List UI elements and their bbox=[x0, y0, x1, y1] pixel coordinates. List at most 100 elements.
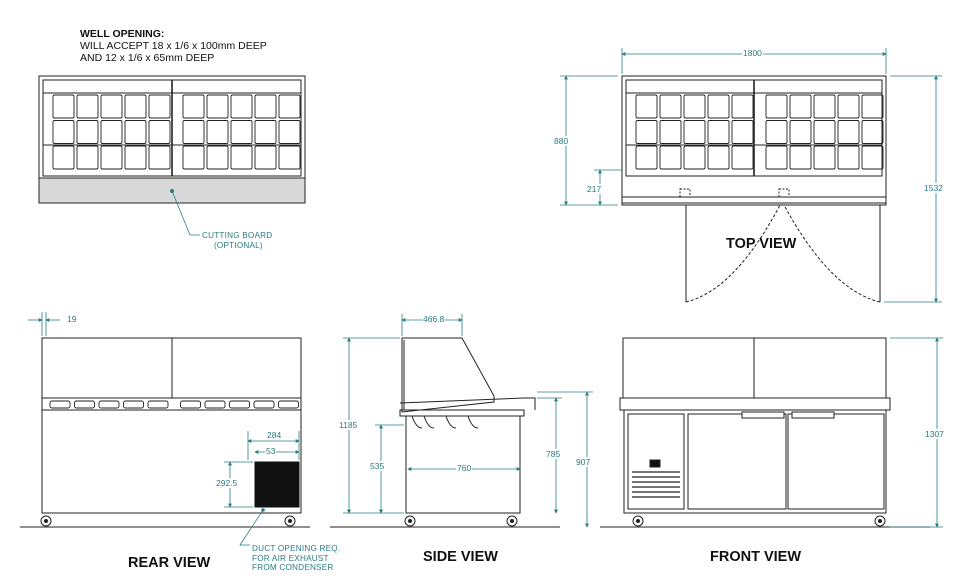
food-well bbox=[254, 94, 277, 119]
food-well bbox=[52, 120, 75, 144]
food-well bbox=[731, 94, 754, 119]
rear-view-title: REAR VIEW bbox=[128, 555, 211, 571]
well-opening-note: WELL OPENING: WILL ACCEPT 18 x 1/6 x 100… bbox=[80, 28, 267, 64]
food-well bbox=[837, 94, 860, 119]
food-well bbox=[635, 120, 658, 144]
food-well bbox=[707, 120, 730, 144]
food-well bbox=[765, 94, 788, 119]
food-well bbox=[861, 145, 884, 170]
food-well bbox=[254, 145, 277, 170]
food-well-grid bbox=[635, 94, 884, 170]
pan-lip bbox=[147, 400, 169, 409]
duct-callout: DUCT OPENING REQ. FOR AIR EXHAUST FROM C… bbox=[252, 544, 340, 573]
pan-lip bbox=[49, 400, 71, 409]
dim-side-depth: 760 bbox=[456, 463, 473, 473]
food-well bbox=[278, 94, 301, 119]
rear-view-drawing bbox=[20, 337, 310, 528]
food-well bbox=[789, 120, 812, 144]
pan-lip bbox=[180, 400, 201, 409]
pan-lip bbox=[278, 400, 299, 409]
food-well bbox=[230, 120, 253, 144]
cutting-board-label-1: CUTTING BOARD bbox=[202, 231, 273, 240]
food-well bbox=[182, 145, 205, 170]
food-well bbox=[861, 94, 884, 119]
dim-rear-duct-offset: 53 bbox=[265, 446, 277, 456]
pan-lip bbox=[253, 400, 275, 409]
dim-side-bench: 785 bbox=[545, 449, 562, 459]
food-well bbox=[100, 145, 123, 170]
dim-side-canopy: 466.8 bbox=[422, 314, 446, 324]
food-well bbox=[100, 94, 123, 119]
food-well bbox=[683, 120, 706, 144]
food-well bbox=[182, 120, 205, 144]
food-well bbox=[124, 145, 147, 170]
food-well bbox=[100, 120, 123, 144]
side-view-dimensions bbox=[343, 314, 593, 528]
food-well bbox=[182, 94, 205, 119]
dim-top-width: 1800 bbox=[742, 48, 763, 58]
food-well bbox=[861, 120, 884, 144]
food-well bbox=[731, 120, 754, 144]
food-well bbox=[148, 120, 171, 144]
food-well bbox=[789, 145, 812, 170]
food-well bbox=[837, 145, 860, 170]
food-well-grid bbox=[52, 94, 301, 170]
food-well bbox=[707, 145, 730, 170]
food-well bbox=[635, 94, 658, 119]
cutting-board-callout: CUTTING BOARD (OPTIONAL) bbox=[202, 231, 272, 250]
food-well bbox=[52, 145, 75, 170]
dim-side-body: 535 bbox=[369, 461, 386, 471]
food-well bbox=[230, 145, 253, 170]
food-well bbox=[254, 120, 277, 144]
food-well bbox=[765, 120, 788, 144]
food-well bbox=[765, 145, 788, 170]
rear-view-dimensions bbox=[28, 312, 300, 546]
rear-vent bbox=[254, 461, 300, 508]
food-well bbox=[659, 145, 682, 170]
food-well bbox=[837, 120, 860, 144]
food-well bbox=[278, 145, 301, 170]
food-well bbox=[635, 145, 658, 170]
food-well bbox=[789, 94, 812, 119]
top-view-dimensions bbox=[560, 48, 942, 303]
food-well bbox=[52, 94, 75, 119]
dim-rear-glass-offset: 19 bbox=[66, 314, 78, 324]
front-view-drawing bbox=[600, 337, 930, 528]
duct-label-3: FROM CONDENSER bbox=[252, 563, 334, 572]
food-well bbox=[230, 94, 253, 119]
pan-lip bbox=[229, 400, 250, 409]
food-well bbox=[76, 145, 99, 170]
food-well bbox=[683, 145, 706, 170]
well-opening-line2: AND 12 x 1/6 x 65mm DEEP bbox=[80, 52, 215, 64]
side-view-drawing bbox=[330, 337, 560, 528]
food-well bbox=[148, 145, 171, 170]
plan-view-with-cutting-board bbox=[38, 75, 306, 236]
dim-front-height: 1307 bbox=[924, 429, 945, 439]
front-view-title: FRONT VIEW bbox=[710, 549, 802, 565]
food-well bbox=[813, 145, 836, 170]
food-well bbox=[76, 120, 99, 144]
dim-side-height: 1185 bbox=[338, 420, 359, 430]
dim-top-doors-open: 1532 bbox=[923, 183, 944, 193]
food-well bbox=[659, 94, 682, 119]
top-view-drawing bbox=[621, 75, 887, 303]
duct-label-1: DUCT OPENING REQ. bbox=[252, 544, 341, 553]
pan-lip bbox=[123, 400, 144, 409]
food-well bbox=[206, 120, 229, 144]
food-well bbox=[813, 120, 836, 144]
pan-lip bbox=[204, 400, 226, 409]
food-well bbox=[659, 120, 682, 144]
well-opening-line1: WILL ACCEPT 18 x 1/6 x 100mm DEEP bbox=[80, 40, 267, 52]
well-opening-title: WELL OPENING: bbox=[80, 28, 165, 40]
cutting-board-label-2: (OPTIONAL) bbox=[214, 240, 263, 250]
food-well bbox=[707, 94, 730, 119]
food-well bbox=[813, 94, 836, 119]
food-well bbox=[206, 145, 229, 170]
food-well bbox=[731, 145, 754, 170]
food-well bbox=[124, 94, 147, 119]
pan-lip bbox=[74, 400, 95, 409]
food-well bbox=[278, 120, 301, 144]
duct-label-2: FOR AIR EXHAUST bbox=[252, 553, 329, 563]
dim-top-depth: 880 bbox=[553, 136, 570, 146]
top-view-title: TOP VIEW bbox=[726, 236, 797, 252]
